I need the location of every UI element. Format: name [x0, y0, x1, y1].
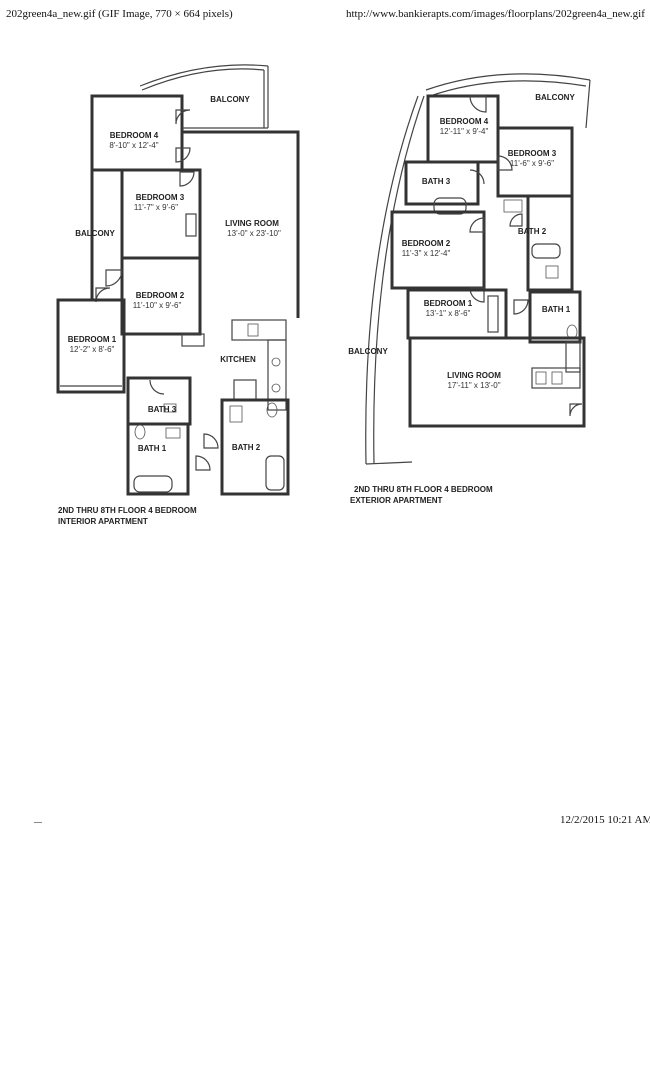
- exterior-bath1-walls: [528, 290, 582, 344]
- exterior-bedroom1-name: BEDROOM 1: [424, 299, 473, 308]
- exterior-bedroom1-dims: 13'-1" x 8'-6": [426, 309, 471, 318]
- interior-bedroom2-dims: 11'-10" x 9'-6": [133, 301, 182, 310]
- interior-caption-line2: INTERIOR APARTMENT: [58, 517, 148, 526]
- interior-bath3-label: BATH 3: [148, 405, 177, 414]
- interior-bedroom4-dims: 8'-10" x 12'-4": [109, 141, 158, 150]
- exterior-caption-line1: 2ND THRU 8TH FLOOR 4 BEDROOM: [354, 485, 493, 494]
- exterior-bedroom2-walls: [390, 210, 486, 290]
- interior-caption-line1: 2ND THRU 8TH FLOOR 4 BEDROOM: [58, 506, 197, 515]
- print-timestamp: 12/2/2015 10:21 AM: [560, 814, 650, 826]
- exterior-bath3-walls: [404, 160, 480, 206]
- exterior-bedroom3-name: BEDROOM 3: [508, 149, 557, 158]
- exterior-bath3-label: BATH 3: [422, 177, 451, 186]
- exterior-floorplan: [365, 73, 591, 465]
- scan-mark: [34, 822, 42, 823]
- interior-bedroom1-walls: [56, 298, 126, 394]
- interior-bath1-label: BATH 1: [138, 444, 167, 453]
- exterior-bedroom4-name: BEDROOM 4: [440, 117, 489, 126]
- interior-floorplan: [56, 64, 300, 496]
- exterior-bath2-walls: [526, 194, 574, 292]
- exterior-bedroom3-dims: 11'-6" x 9'-6": [510, 159, 554, 168]
- interior-living-dims: 13'-0" x 23'-10": [227, 229, 281, 238]
- exterior-bedroom4-dims: 12'-11" x 9'-4": [440, 127, 489, 136]
- image-url[interactable]: http://www.bankierapts.com/images/floorp…: [346, 8, 645, 20]
- interior-bedroom1-dims: 12'-2" x 8'-6": [70, 345, 115, 354]
- exterior-caption-line2: EXTERIOR APARTMENT: [350, 496, 443, 505]
- exterior-balcony-side-label: BALCONY: [348, 347, 388, 356]
- exterior-bath1-label: BATH 1: [542, 305, 571, 314]
- interior-bedroom4-name: BEDROOM 4: [110, 131, 159, 140]
- exterior-bedroom2-dims: 11'-3" x 12'-4": [402, 249, 451, 258]
- floorplan-drawings: [56, 64, 591, 496]
- interior-bedroom2-name: BEDROOM 2: [136, 291, 185, 300]
- floorplan-labels: BALCONY BEDROOM 4 8'-10" x 12'-4" BEDROO…: [58, 93, 575, 526]
- interior-bedroom3-dims: 11'-7" x 9'-6": [134, 203, 178, 212]
- interior-bedroom1-name: BEDROOM 1: [68, 335, 117, 344]
- exterior-balcony-railing: [365, 95, 419, 465]
- exterior-living-name: LIVING ROOM: [447, 371, 501, 380]
- interior-bedroom3-name: BEDROOM 3: [136, 193, 185, 202]
- interior-bath1-walls: [126, 422, 190, 496]
- interior-balcony-railing: [139, 64, 269, 87]
- exterior-bedroom2-name: BEDROOM 2: [402, 239, 451, 248]
- interior-kitchen-label: KITCHEN: [220, 355, 256, 364]
- exterior-living-dims: 17'-11" x 13'-0": [447, 381, 500, 390]
- interior-balcony-side-label: BALCONY: [75, 229, 115, 238]
- interior-bedroom2-walls: [120, 256, 202, 336]
- exterior-living-walls: [408, 336, 586, 428]
- interior-bath2-walls: [220, 398, 290, 496]
- interior-bath2-label: BATH 2: [232, 443, 261, 452]
- exterior-balcony-top-label: BALCONY: [535, 93, 575, 102]
- document-title: 202green4a_new.gif (GIF Image, 770 × 664…: [6, 8, 233, 20]
- interior-balcony-top-label: BALCONY: [210, 95, 250, 104]
- exterior-bath2-label: BATH 2: [518, 227, 547, 236]
- interior-living-name: LIVING ROOM: [225, 219, 279, 228]
